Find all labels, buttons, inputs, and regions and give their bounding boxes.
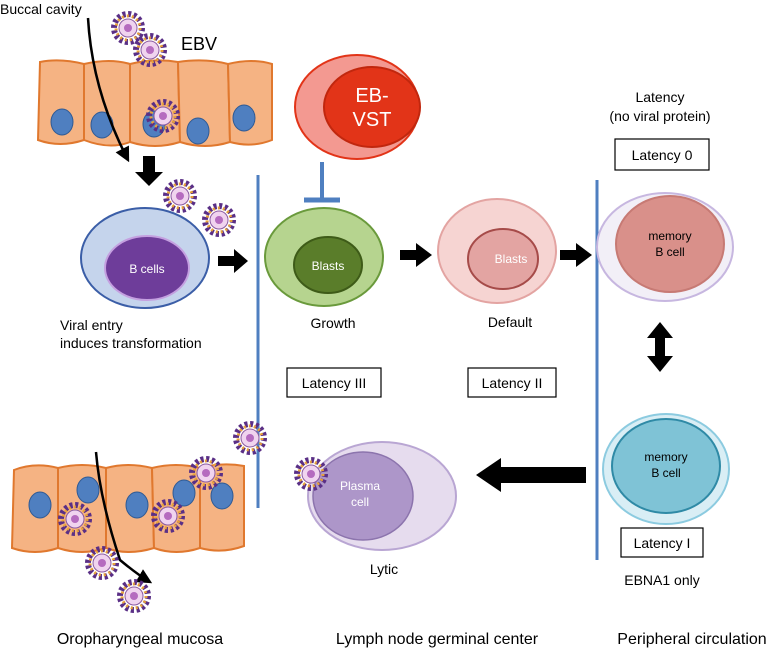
plasma-label-line2: cell (351, 495, 369, 509)
arrow-down-to-b-cells (135, 156, 163, 186)
nucleus (210, 482, 234, 510)
virion (120, 582, 148, 610)
latency-iii-box: Latency III (286, 367, 382, 398)
nucleus (50, 108, 74, 136)
arrow-to-memory (560, 243, 592, 267)
memory-bottom-inner (611, 418, 721, 514)
eb-vst-inner (323, 66, 421, 148)
memory-top-label-line2: B cell (655, 245, 684, 259)
growth-blasts-node: Blasts (264, 207, 384, 307)
lymph-node-label: Lymph node germinal center (336, 631, 539, 648)
eb-vst-label-line2: VST (353, 109, 392, 131)
buccal-cavity-label: Buccal cavity (0, 1, 82, 17)
latency-ii-label: Latency II (482, 375, 543, 391)
nucleus (172, 479, 196, 507)
epithelial-cell (226, 60, 273, 146)
memory-top-inner (615, 195, 725, 293)
ebv-label: EBV (181, 34, 217, 54)
virion (88, 549, 116, 577)
plasma-label-line1: Plasma (340, 479, 380, 493)
memory-b-cell-bottom: memory B cell (602, 413, 730, 525)
nucleus (28, 491, 52, 519)
growth-blasts-label: Blasts (312, 259, 345, 273)
latency-title-line1: Latency (635, 89, 684, 105)
plasma-cell-node: Plasma cell (307, 441, 457, 551)
eb-vst-cell: EB- VST (294, 54, 421, 160)
peripheral-circulation-label: Peripheral circulation (617, 631, 766, 648)
nucleus (232, 104, 256, 132)
latency-title-line2: (no viral protein) (609, 108, 710, 124)
arrow-to-plasma (476, 458, 586, 492)
latency-ii-box: Latency II (467, 367, 557, 398)
ebna1-only-label: EBNA1 only (624, 572, 699, 588)
plasma-inner (312, 451, 414, 541)
nucleus (76, 476, 100, 504)
memory-bottom-label-line2: B cell (651, 466, 680, 480)
viral-exit-path-bottom (94, 451, 153, 584)
virion (205, 206, 233, 234)
nucleus (125, 491, 149, 519)
arrow-to-growth (218, 249, 248, 273)
virion (166, 182, 194, 210)
memory-top-label-line1: memory (648, 229, 691, 243)
memory-bottom-label-line1: memory (644, 450, 687, 464)
memory-b-cell-top: memory B cell (596, 192, 734, 302)
latency-iii-label: Latency III (302, 375, 367, 391)
growth-label: Growth (310, 315, 355, 331)
virion (114, 14, 142, 42)
default-inner (467, 228, 539, 290)
virion (236, 424, 264, 452)
inhibition-blocker (304, 162, 340, 203)
default-blasts-node: Blasts (437, 198, 557, 304)
viral-entry-path-top (86, 17, 130, 163)
lytic-label: Lytic (370, 561, 398, 577)
growth-inner (293, 236, 363, 294)
viral-entry-label-line2: induces transformation (60, 335, 202, 351)
oropharyngeal-mucosa-label: Oropharyngeal mucosa (57, 631, 223, 648)
latency-i-label: Latency I (634, 535, 691, 551)
latency-0-label: Latency 0 (632, 147, 693, 163)
arrow-to-default (400, 243, 432, 267)
default-label: Default (488, 314, 532, 330)
default-blasts-label: Blasts (495, 252, 528, 266)
nucleus (186, 117, 210, 145)
b-cells-label: B cells (129, 262, 164, 276)
latency-0-box: Latency 0 (614, 138, 710, 171)
b-cells-node: B cells (80, 207, 210, 309)
viral-entry-label-line1: Viral entry (60, 317, 123, 333)
latency-i-box: Latency I (620, 527, 704, 558)
eb-vst-label-line1: EB- (355, 85, 388, 107)
b-cell-inner (104, 235, 190, 301)
arrow-memory-bidirectional (647, 322, 673, 372)
